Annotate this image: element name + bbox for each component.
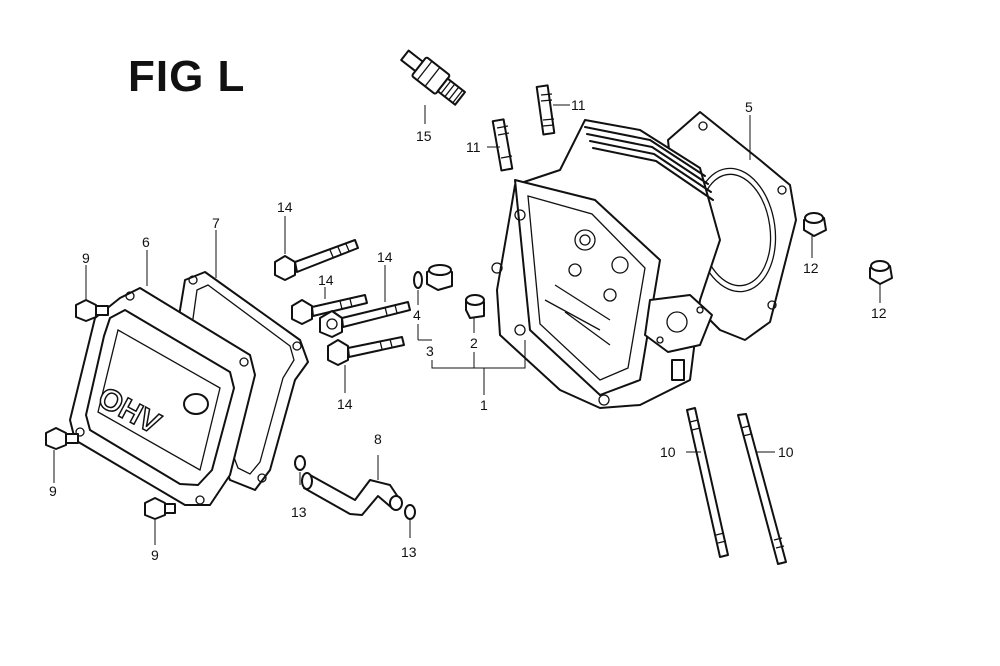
stud-part-11b [491, 118, 514, 172]
callout-10-right: 10 [778, 444, 794, 460]
stud-part-10b [737, 413, 787, 565]
clamp-part-13-right [404, 504, 416, 520]
bolt-part-14-bottom [327, 336, 405, 366]
callout-5: 5 [745, 99, 753, 115]
bolt-part-9-top [75, 299, 109, 322]
callout-1: 1 [480, 397, 488, 413]
bolt-part-9-left [45, 427, 79, 450]
callout-9-left: 9 [49, 483, 57, 499]
callout-8: 8 [374, 431, 382, 447]
callout-6: 6 [142, 234, 150, 250]
figure-title: FIG L [128, 52, 246, 101]
callout-2: 2 [470, 335, 478, 351]
callout-11-upper: 11 [571, 97, 586, 113]
breather-tube-part [301, 472, 403, 516]
stud-part-10a [686, 407, 729, 558]
callout-13-right: 13 [401, 544, 417, 560]
stud-part-11a [535, 84, 556, 136]
callout-9-bottom: 9 [151, 547, 159, 563]
callout-12-lower: 12 [871, 305, 887, 321]
dowel-pin-part-12b [869, 260, 893, 285]
clamp-part-13-left [294, 455, 306, 471]
callout-14-left: 14 [318, 272, 334, 288]
callout-12-upper: 12 [803, 260, 819, 276]
callout-10-left: 10 [660, 444, 676, 460]
bolt-part-14-top [274, 239, 359, 281]
callout-14-right: 14 [377, 249, 393, 265]
valve-cover-part: OHV [69, 287, 256, 506]
callout-4: 4 [413, 307, 421, 323]
bolt-part-14-mid1 [291, 294, 368, 325]
callout-15: 15 [416, 128, 432, 144]
callout-9-top: 9 [82, 250, 90, 266]
callout-11-lower: 11 [466, 139, 481, 155]
dowel-pin-part-12a [803, 212, 827, 237]
cylinder-head-part [491, 119, 721, 409]
o-ring-part-4 [413, 271, 423, 289]
callout-7: 7 [212, 215, 220, 231]
dowel-pin-part-2 [465, 294, 485, 319]
bolt-part-14-mid2 [319, 301, 411, 338]
callout-14-bottom: 14 [337, 396, 353, 412]
callout-13-left: 13 [291, 504, 307, 520]
oil-seal-part-4-cap [426, 264, 453, 291]
bolt-part-9-bottom [144, 497, 176, 520]
callout-3: 3 [426, 343, 434, 359]
spark-plug-part [400, 49, 466, 106]
callout-14-top: 14 [277, 199, 293, 215]
